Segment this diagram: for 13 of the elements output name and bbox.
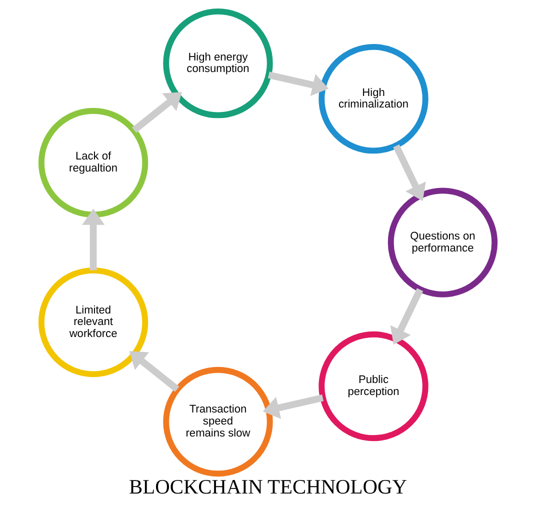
node-circle: Transaction speed remains slow xyxy=(163,366,273,477)
arrow xyxy=(132,92,182,133)
arrow xyxy=(393,144,426,201)
node-circle: Questions on performance xyxy=(388,188,498,298)
arrow xyxy=(268,72,329,96)
arrow xyxy=(262,394,324,419)
arrow xyxy=(82,208,105,270)
node-circle: Public perception xyxy=(318,331,428,442)
node-circle: Lack of regualtion xyxy=(38,108,148,218)
diagram-title: BLOCKCHAIN TECHNOLOGY xyxy=(129,476,407,498)
node-circle: High criminalization xyxy=(318,44,428,154)
arrow xyxy=(390,288,424,345)
arrow xyxy=(129,351,180,392)
